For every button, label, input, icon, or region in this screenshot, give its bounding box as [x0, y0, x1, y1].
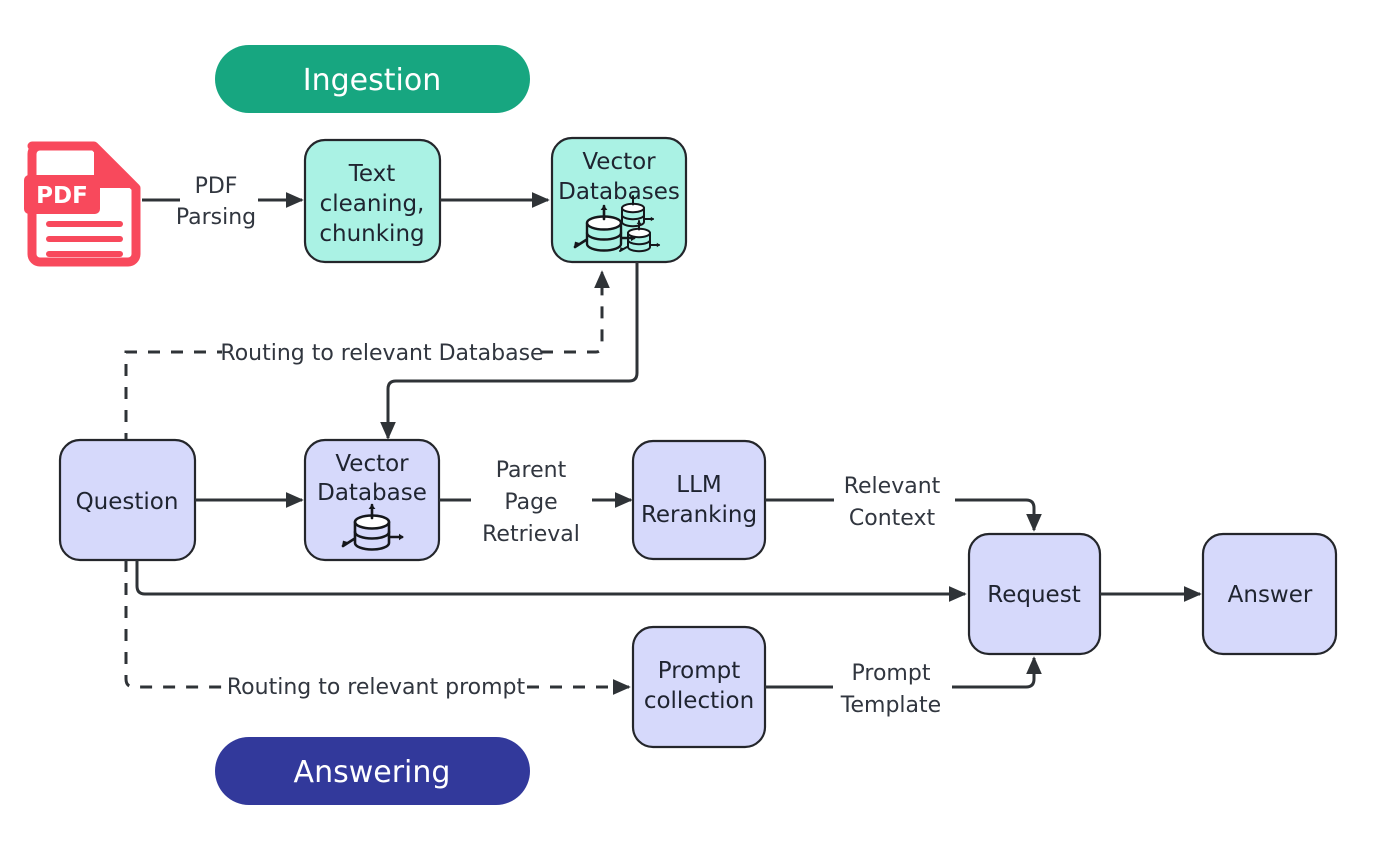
ingestion-pill-label: Ingestion — [303, 63, 441, 98]
vector-database-label-line1: Vector — [335, 451, 409, 477]
text-cleaning-label-line1: Text — [348, 161, 396, 187]
vector-databases-label-line1: Vector — [582, 149, 656, 175]
text-cleaning-label-line2: cleaning, — [320, 191, 425, 217]
edge-label-relevant-context-line1: Relevant — [844, 474, 941, 499]
edge-label-parent-page-line2: Page — [504, 490, 557, 515]
node-llm-reranking[interactable]: LLM Reranking — [631, 439, 767, 561]
llm-reranking-box[interactable] — [631, 439, 767, 561]
edge-label-prompt-template-line1: Prompt — [852, 661, 931, 686]
prompt-collection-label-line2: collection — [644, 688, 754, 714]
pdf-lines — [46, 221, 123, 257]
database-icon — [341, 503, 404, 551]
pdf-badge — [24, 175, 100, 214]
edge-question-to-request — [135, 560, 967, 602]
edge-label-relevant-context-line2: Context — [849, 506, 936, 531]
pdf-badge-label: PDF — [36, 183, 88, 209]
request-label: Request — [987, 582, 1080, 608]
question-to-request-path — [135, 560, 967, 602]
edge-label-pdf-parsing-line2: Parsing — [176, 205, 256, 230]
edge-prompt-to-request: Prompt Template — [765, 656, 1042, 718]
edge-label-routing-prompt: Routing to relevant prompt — [227, 675, 526, 700]
prompt-collection-label-line1: Prompt — [658, 658, 741, 684]
prompt-template-path — [952, 656, 1042, 689]
edge-vectordb-to-rerank: Parent Page Retrieval — [439, 458, 633, 547]
phase-pill-answering: Answering — [215, 737, 530, 805]
phase-pill-ingestion: Ingestion — [215, 45, 530, 113]
node-question[interactable]: Question — [58, 438, 197, 562]
node-answer[interactable]: Answer — [1201, 532, 1338, 656]
answer-label: Answer — [1228, 582, 1313, 608]
routing-database-dashed-right — [541, 270, 610, 354]
vector-database-label-line2: Database — [317, 480, 427, 506]
edge-label-parent-page-line3: Retrieval — [482, 522, 580, 547]
multi-database-icon — [573, 195, 661, 253]
text-cleaning-label-line3: chunking — [319, 221, 424, 247]
node-text-cleaning[interactable]: Text cleaning, chunking — [303, 138, 442, 264]
pdf-icon: PDF — [24, 141, 141, 267]
answering-pill-label: Answering — [294, 755, 451, 790]
edge-label-pdf-parsing-line1: PDF — [195, 174, 238, 199]
edge-label-parent-page-line1: Parent — [496, 458, 567, 483]
llm-reranking-label-line1: LLM — [676, 472, 721, 498]
answer-box[interactable] — [1201, 532, 1338, 656]
vector-databases-label-line2: Databases — [558, 179, 680, 205]
node-request[interactable]: Request — [967, 532, 1102, 656]
edge-routing-to-prompt: Routing to relevant prompt — [124, 560, 631, 700]
edge-rerank-to-request: Relevant Context — [765, 474, 1042, 532]
answering-pill-shape — [215, 737, 530, 805]
node-prompt-collection[interactable]: Prompt collection — [631, 625, 767, 749]
node-vector-databases[interactable]: Vector Databases — [550, 136, 688, 264]
relevant-context-path — [955, 498, 1042, 532]
edge-label-prompt-template-line2: Template — [840, 693, 941, 718]
routing-prompt-dashed-left — [124, 560, 224, 689]
edge-vectordbs-to-vectordb — [380, 262, 639, 440]
vectordbs-to-vectordb-path — [380, 262, 639, 440]
question-label: Question — [76, 489, 179, 515]
llm-reranking-label-line2: Reranking — [641, 502, 757, 528]
edge-routing-to-database: Routing to relevant Database — [124, 270, 610, 560]
node-vector-database[interactable]: Vector Database — [303, 438, 441, 562]
edge-pdf-to-text: PDF Parsing — [142, 174, 304, 230]
edge-label-routing-database: Routing to relevant Database — [220, 341, 543, 366]
ingestion-pill-shape — [215, 45, 530, 113]
prompt-collection-box[interactable] — [631, 625, 767, 749]
vector-databases-box[interactable] — [550, 136, 688, 264]
